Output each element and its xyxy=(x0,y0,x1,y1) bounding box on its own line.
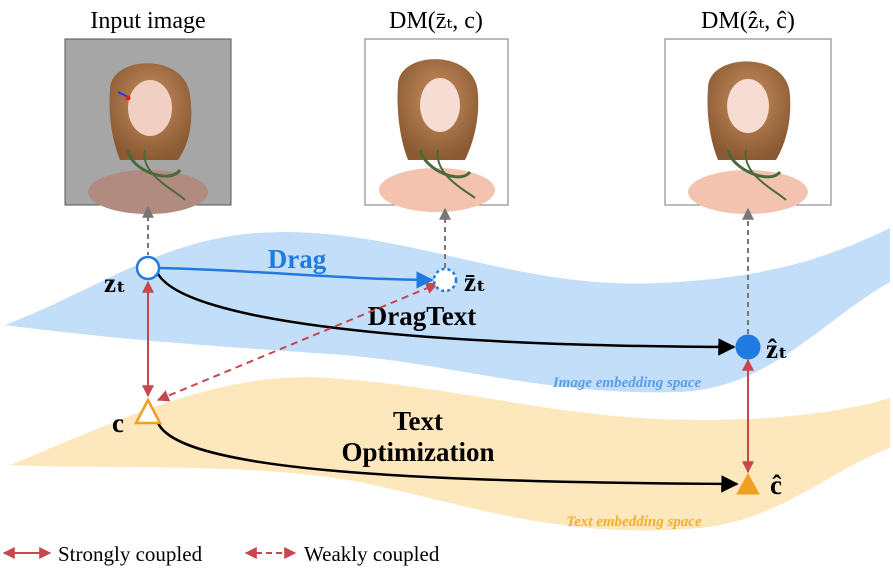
input-portrait-image xyxy=(88,63,208,214)
legend-strong-label: Strongly coupled xyxy=(58,542,203,566)
weak-coupling-arrow xyxy=(156,282,439,402)
text-embedding-space xyxy=(10,377,890,531)
node-z-hat-t xyxy=(735,334,761,360)
text-optimization-arrow xyxy=(155,419,739,493)
label-z-bar-t: z̄ₜ xyxy=(464,267,486,297)
label-c-hat: ĉ xyxy=(770,470,782,500)
dm-zhat-image-panel xyxy=(664,38,832,214)
drag-label: Drag xyxy=(268,244,327,274)
dm-zhat-portrait-image xyxy=(688,61,808,214)
text-optimization-label-line1: Text xyxy=(393,406,443,436)
node-c-hat xyxy=(736,472,760,495)
input-image-panel xyxy=(64,38,232,214)
dm-zhat-title: DM(ẑₜ, ĉ) xyxy=(701,8,795,34)
input-image-title: Input image xyxy=(90,8,205,34)
image-space-label: Image embedding space xyxy=(552,375,702,391)
node-z-bar-t xyxy=(432,267,458,293)
text-space-label: Text embedding space xyxy=(566,514,702,530)
drag-arrow xyxy=(159,266,434,289)
label-z-t: zₜ xyxy=(104,268,126,298)
image-embedding-space xyxy=(5,228,890,393)
dm-zbar-title: DM(z̄ₜ, c) xyxy=(389,8,483,34)
text-optimization-label-line2: Optimization xyxy=(342,437,495,467)
dm-zbar-portrait-image xyxy=(379,59,495,212)
node-c xyxy=(133,397,163,425)
node-z-t xyxy=(135,255,161,281)
label-z-hat-t: ẑₜ xyxy=(766,334,788,364)
legend-weak-label: Weakly coupled xyxy=(304,542,440,566)
dm-zbar-image-panel xyxy=(364,38,509,212)
label-c: c xyxy=(112,408,124,438)
legend: Strongly coupled Weakly coupled xyxy=(2,542,440,566)
